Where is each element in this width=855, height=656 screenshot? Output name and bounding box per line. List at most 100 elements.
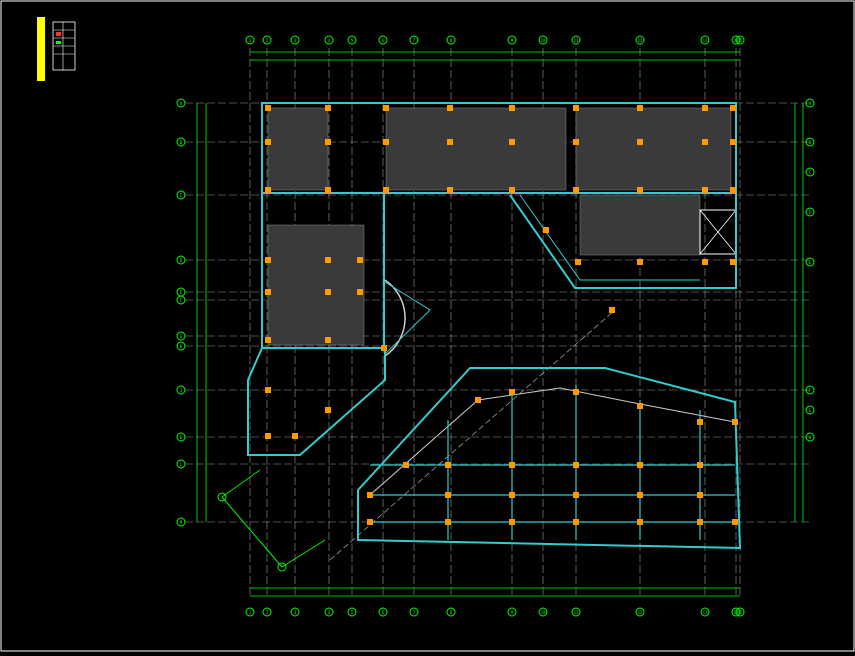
svg-text:C: C	[809, 170, 812, 175]
left-axis-bubble: M	[176, 517, 186, 527]
svg-text:4: 4	[328, 610, 331, 615]
column	[265, 387, 271, 393]
column	[292, 433, 298, 439]
svg-text:D: D	[180, 258, 183, 263]
top-axis-bubble: 9	[507, 35, 517, 45]
left-axis-bubble: C	[176, 190, 186, 200]
column	[573, 187, 579, 193]
column	[573, 105, 579, 111]
column	[573, 462, 579, 468]
left-axis-bubble: K	[176, 432, 186, 442]
right-axis-bubble: F	[805, 385, 815, 395]
bottom-axis-bubble: 7	[409, 607, 419, 617]
svg-text:2: 2	[266, 38, 269, 43]
bottom-axis-bubble: 12	[635, 607, 645, 617]
svg-text:7: 7	[413, 38, 416, 43]
svg-text:1: 1	[249, 610, 252, 615]
svg-text:9: 9	[511, 38, 514, 43]
svg-text:J: J	[180, 388, 182, 393]
column	[637, 259, 643, 265]
svg-text:8: 8	[450, 38, 453, 43]
column	[447, 139, 453, 145]
top-axis-bubble: 6	[378, 35, 388, 45]
column	[509, 519, 515, 525]
svg-text:5: 5	[351, 38, 354, 43]
svg-text:A: A	[809, 101, 812, 106]
bottom-axis-bubble: 4	[324, 607, 334, 617]
upper-block	[261, 102, 737, 256]
column	[637, 519, 643, 525]
column	[445, 492, 451, 498]
column	[697, 462, 703, 468]
svg-text:E: E	[809, 260, 812, 265]
svg-text:B: B	[809, 140, 812, 145]
column	[637, 492, 643, 498]
svg-text:3: 3	[294, 38, 297, 43]
bottom-axis-bubble: 10	[538, 607, 548, 617]
column	[265, 257, 271, 263]
column	[325, 337, 331, 343]
column	[573, 492, 579, 498]
svg-text:D: D	[809, 210, 812, 215]
column	[265, 139, 271, 145]
column	[573, 519, 579, 525]
svg-text:10: 10	[541, 38, 546, 43]
column	[637, 139, 643, 145]
column	[730, 187, 736, 193]
title-block	[37, 17, 76, 81]
column	[732, 519, 738, 525]
bottom-axis-bubble: 11	[571, 607, 581, 617]
svg-text:F: F	[180, 298, 183, 303]
column	[732, 419, 738, 425]
dimension-lines	[196, 51, 804, 597]
bottom-axis-bubble: 2	[262, 607, 272, 617]
top-axis-bubble: 8	[446, 35, 456, 45]
svg-text:5: 5	[351, 610, 354, 615]
columns	[265, 105, 738, 525]
column	[325, 139, 331, 145]
column	[265, 337, 271, 343]
west-block	[247, 192, 431, 456]
column	[543, 227, 549, 233]
svg-text:2: 2	[266, 610, 269, 615]
column	[325, 105, 331, 111]
column	[509, 389, 515, 395]
column	[702, 139, 708, 145]
svg-text:K: K	[180, 435, 183, 440]
column	[447, 105, 453, 111]
column	[445, 519, 451, 525]
bottom-axis-bubble: 1	[245, 607, 255, 617]
column	[357, 257, 363, 263]
svg-text:9: 9	[511, 610, 514, 615]
top-axis-bubble: 12	[635, 35, 645, 45]
svg-text:3: 3	[294, 610, 297, 615]
column	[637, 462, 643, 468]
svg-text:15: 15	[738, 610, 743, 615]
svg-text:7: 7	[413, 610, 416, 615]
column	[447, 187, 453, 193]
column	[265, 433, 271, 439]
left-axis-bubble: A	[176, 98, 186, 108]
column	[367, 519, 373, 525]
column	[475, 397, 481, 403]
column	[383, 187, 389, 193]
column	[702, 105, 708, 111]
svg-text:12: 12	[638, 38, 643, 43]
svg-text:H: H	[809, 435, 812, 440]
notes-block	[88, 460, 102, 555]
right-axis-bubble: D	[805, 207, 815, 217]
svg-text:13: 13	[703, 38, 708, 43]
column	[383, 139, 389, 145]
left-axis-bubble: D	[176, 255, 186, 265]
right-axis-bubble: C	[805, 167, 815, 177]
column	[697, 519, 703, 525]
column	[445, 462, 451, 468]
column	[575, 259, 581, 265]
column	[509, 187, 515, 193]
top-axis-bubble: 11	[571, 35, 581, 45]
column	[325, 257, 331, 263]
column	[367, 492, 373, 498]
column	[702, 259, 708, 265]
